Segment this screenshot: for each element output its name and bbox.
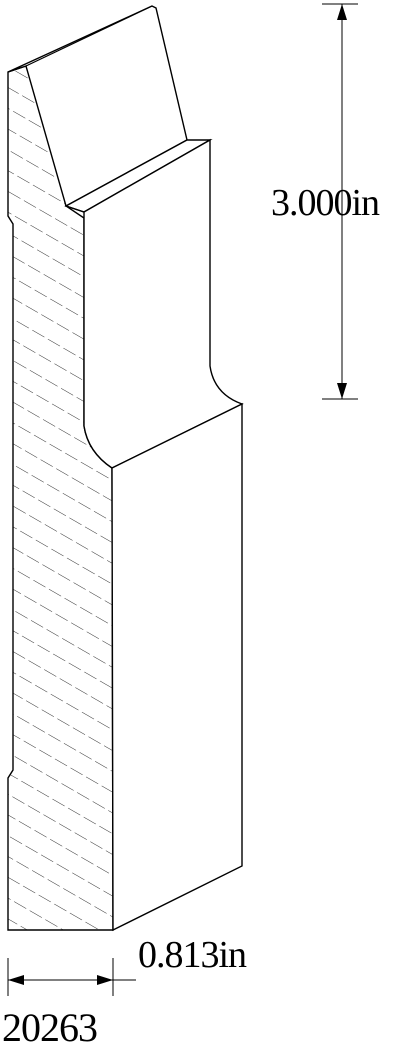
width-dimension-label: 0.813in [138,934,247,976]
height-arrow-top [337,4,347,20]
lower-main-face [111,402,243,932]
part-number-label: 20263 [2,1005,98,1050]
bevel-edge-line [25,5,153,67]
ledge-edge-line [65,205,85,213]
width-arrow-left [8,975,24,985]
height-arrow-bottom [337,383,347,399]
height-dimension-label: 3.000in [271,182,380,224]
width-arrow-right [97,975,113,985]
